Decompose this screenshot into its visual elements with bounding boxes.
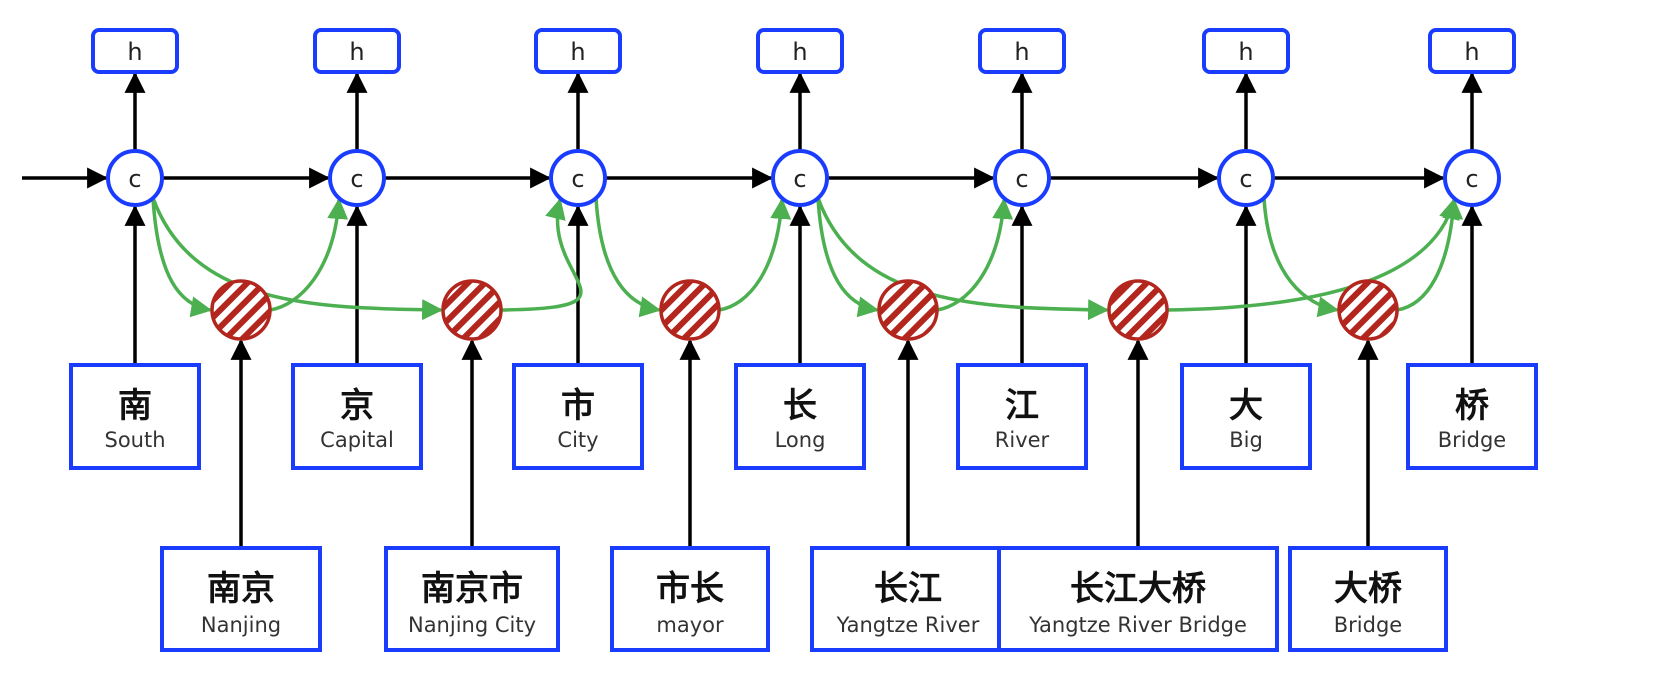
hidden-state-box: h (978, 28, 1066, 74)
word-cell (1107, 279, 1169, 341)
char-cell: c (771, 149, 829, 207)
hidden-state-box: h (1428, 28, 1516, 74)
lattice-out-arrow (936, 197, 1014, 312)
hidden-state-label: h (792, 38, 807, 66)
char-text: 长 (783, 386, 817, 426)
char-gloss: South (104, 428, 165, 452)
word-cell (210, 279, 272, 341)
char-text: 市 (561, 386, 595, 426)
char-cell: c (549, 149, 607, 207)
hidden-state-label: h (1238, 38, 1253, 66)
word-text: 南京市 (421, 569, 523, 609)
cell-state-label: c (350, 165, 363, 193)
char-cell: c (993, 149, 1051, 207)
cell-state-label: c (1015, 165, 1028, 193)
char-cell: c (106, 149, 164, 207)
char-cell: c (328, 149, 386, 207)
lattice-in-arrow (816, 197, 880, 318)
char-gloss: River (995, 428, 1050, 452)
hidden-state-label: h (1464, 38, 1479, 66)
char-gloss: Capital (320, 428, 394, 452)
hidden-state-box: h (313, 28, 401, 74)
lattice-out-arrow (718, 197, 792, 312)
word-gloss: Nanjing City (408, 613, 536, 637)
hidden-state-box: h (1202, 28, 1290, 74)
char-text: 南 (118, 386, 152, 426)
lattice-out-arrow (1396, 197, 1464, 312)
word-gloss: mayor (656, 613, 724, 637)
char-gloss: Long (775, 428, 826, 452)
word-text: 南京 (207, 569, 275, 609)
word-input-box: 南京 Nanjing (160, 546, 322, 652)
word-gloss: Yangtze River Bridge (1028, 613, 1247, 637)
char-text: 京 (340, 386, 374, 426)
cell-state-label: c (1239, 165, 1252, 193)
hidden-state-box: h (756, 28, 844, 74)
word-input-box: 长江 Yangtze River (810, 546, 1006, 652)
cell-state-label: c (128, 165, 141, 193)
word-input-box: 南京市 Nanjing City (384, 546, 560, 652)
word-cell (877, 279, 939, 341)
word-text: 大桥 (1334, 569, 1402, 609)
word-gloss: Nanjing (201, 613, 281, 637)
char-gloss: Big (1229, 428, 1263, 452)
word-input-box: 长江大桥 Yangtze River Bridge (997, 546, 1279, 652)
char-text: 大 (1229, 386, 1263, 426)
char-gloss: Bridge (1438, 428, 1506, 452)
word-text: 市长 (656, 569, 724, 609)
char-gloss: City (557, 428, 598, 452)
cell-state-label: c (571, 165, 584, 193)
hidden-state-label: h (127, 38, 142, 66)
word-cell (659, 279, 721, 341)
hidden-state-box: h (91, 28, 179, 74)
lattice-out-arrow (1166, 197, 1460, 312)
word-cell (1337, 279, 1399, 341)
hidden-state-label: h (349, 38, 364, 66)
char-cell: c (1217, 149, 1275, 207)
word-text: 长江 (874, 569, 942, 609)
cell-state-label: c (793, 165, 806, 193)
hidden-state-box: h (534, 28, 622, 74)
char-text: 桥 (1455, 386, 1489, 426)
hidden-state-label: h (1014, 38, 1029, 66)
lattice-in-arrow (151, 197, 444, 321)
word-input-box: 大桥 Bridge (1288, 546, 1448, 652)
lattice-in-arrow (1262, 197, 1340, 318)
lattice-out-arrow (269, 197, 349, 312)
lattice-in-arrow (151, 197, 213, 318)
cell-state-label: c (1465, 165, 1478, 193)
char-text: 江 (1005, 386, 1039, 426)
word-cell (441, 279, 503, 341)
lattice-arrows-layer (151, 197, 1464, 321)
hidden-state-label: h (570, 38, 585, 66)
lattice-in-arrow (816, 197, 1110, 321)
lattice-out-arrow (500, 197, 583, 312)
word-input-box: 市长 mayor (610, 546, 770, 652)
char-cell: c (1443, 149, 1501, 207)
word-gloss: Bridge (1334, 613, 1402, 637)
word-gloss: Yangtze River (836, 613, 980, 637)
lattice-in-arrow (594, 197, 662, 318)
word-text: 长江大桥 (1070, 569, 1206, 609)
